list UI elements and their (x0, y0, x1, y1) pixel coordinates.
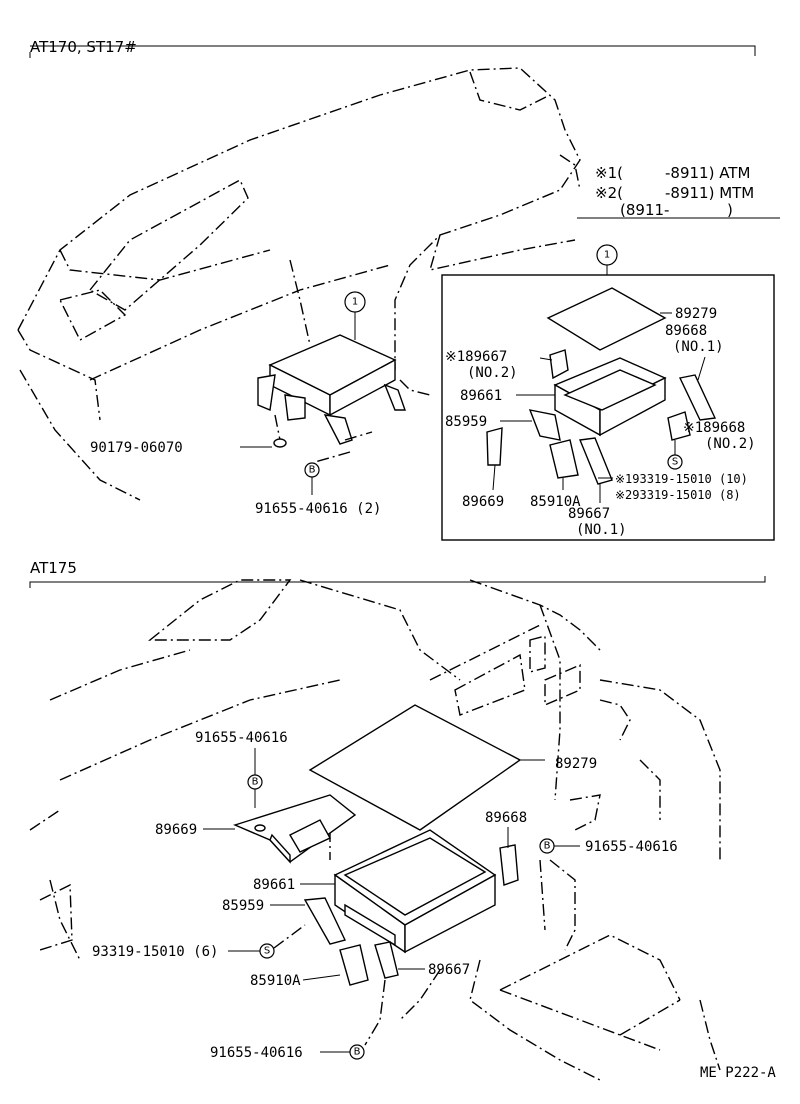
inset-panel: 1 89279 89668 (NO.1) ※189667 (NO.2) 8966… (441, 244, 775, 541)
legend: ※1( -8911) ATM ※2( -8911) MTM (8911- ) (577, 164, 780, 219)
legend-row1-range: -8911) ATM (665, 164, 750, 182)
bracket-89667 (374, 941, 399, 979)
s-mark-bottom (259, 943, 275, 959)
inset-box (441, 274, 775, 541)
legend-row2-mark: ※2( (595, 184, 623, 202)
inset-label-89668-b: ※189668 (683, 420, 745, 436)
legend-row3: (8911- (620, 201, 669, 219)
inset-label-screw-1: ※193319-15010 (10) (615, 472, 748, 486)
inset-label-89279: 89279 (675, 306, 717, 322)
inset-cover-89279 (546, 287, 667, 351)
part-label-89669: 89669 (155, 822, 197, 838)
dashboard-outline (17, 67, 581, 501)
inset-label-89669: 89669 (462, 494, 504, 510)
bracket-85959 (303, 897, 346, 945)
ecu-89661 (333, 829, 497, 954)
b-mark-top-letter: B (309, 465, 316, 476)
inset-label-89668: 89668 (665, 323, 707, 339)
part-label-89667: 89667 (428, 962, 470, 978)
ecu-assembly-top (257, 334, 406, 463)
part-label-91655-40616-a: 91655-40616 (195, 730, 288, 746)
inset-label-89667: 89667 (568, 506, 610, 522)
legend-row2-range: -8911) MTM (665, 184, 754, 202)
part-label-90179-06070: 90179-06070 (90, 440, 183, 456)
callout-circle-inset-number: 1 (604, 250, 610, 261)
top-section-bracket (29, 45, 756, 58)
s-mark-bottom-letter: S (264, 946, 270, 957)
legend-row3-close: ) (727, 201, 733, 219)
inset-label-screw-2: ※293319-15010 (8) (615, 488, 741, 502)
connector-85910a (339, 944, 369, 986)
inset-label-89668-no: (NO.1) (673, 339, 724, 355)
part-label-89668: 89668 (485, 810, 527, 826)
part-label-91655-40616-top: 91655-40616 (2) (255, 501, 381, 517)
inset-label-89667-a-no: (NO.2) (467, 365, 518, 381)
part-label-91655-40616-c: 91655-40616 (210, 1045, 303, 1061)
inset-label-89668-b-no: (NO.2) (705, 436, 756, 452)
part-label-89661: 89661 (253, 877, 295, 893)
bracket-89668 (499, 844, 519, 886)
part-label-85959: 85959 (222, 898, 264, 914)
console-outline (29, 579, 721, 1081)
b-mark-bottom-c (349, 1044, 365, 1060)
b-mark-bottom-a-letter: B (252, 777, 259, 788)
callout-circle-top-number: 1 (352, 297, 358, 308)
b-mark-bottom-b-letter: B (544, 841, 551, 852)
inset-label-89667-a: ※189667 (445, 349, 507, 365)
part-label-91655-40616-b: 91655-40616 (585, 839, 678, 855)
top-section: AT170, ST17# (17, 38, 756, 517)
inset-label-89667-no: (NO.1) (576, 522, 627, 538)
bracket-89669 (232, 794, 357, 864)
bottom-section: AT175 (29, 559, 776, 1081)
part-label-85910a: 85910A (250, 973, 301, 989)
part-label-89279: 89279 (555, 756, 597, 772)
inset-label-85910a: 85910A (530, 494, 581, 510)
footer-code: ME P222-A (700, 1065, 776, 1081)
bottom-section-title: AT175 (30, 559, 77, 577)
inset-label-89661: 89661 (460, 388, 502, 404)
b-mark-bottom-c-letter: B (354, 1047, 361, 1058)
top-section-title: AT170, ST17# (30, 38, 137, 56)
legend-row1-mark: ※1( (595, 164, 623, 182)
inset-label-85959: 85959 (445, 414, 487, 430)
s-mark-inset-letter: S (672, 457, 678, 468)
part-label-93319-15010: 93319-15010 (6) (92, 944, 218, 960)
